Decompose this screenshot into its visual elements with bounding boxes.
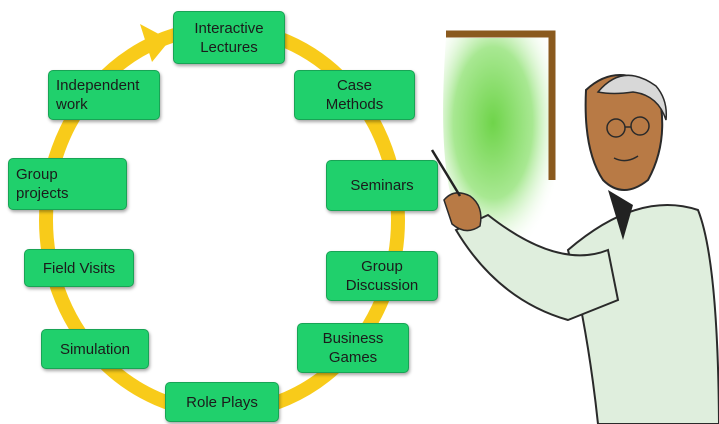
- cycle-arrowhead: [140, 24, 170, 62]
- node-business-games: Business Games: [297, 323, 409, 373]
- node-seminars: Seminars: [326, 160, 438, 211]
- node-case-methods: Case Methods: [294, 70, 415, 120]
- node-group-projects: Group projects: [8, 158, 127, 210]
- teacher-figure: [430, 74, 719, 424]
- node-group-discussion: Group Discussion: [326, 251, 438, 301]
- node-simulation: Simulation: [41, 329, 149, 369]
- teacher-illustration: [430, 30, 719, 424]
- node-independent-work: Independent work: [48, 70, 160, 120]
- node-role-plays: Role Plays: [165, 382, 279, 422]
- node-interactive-lectures: Interactive Lectures: [173, 11, 285, 64]
- node-field-visits: Field Visits: [24, 249, 134, 287]
